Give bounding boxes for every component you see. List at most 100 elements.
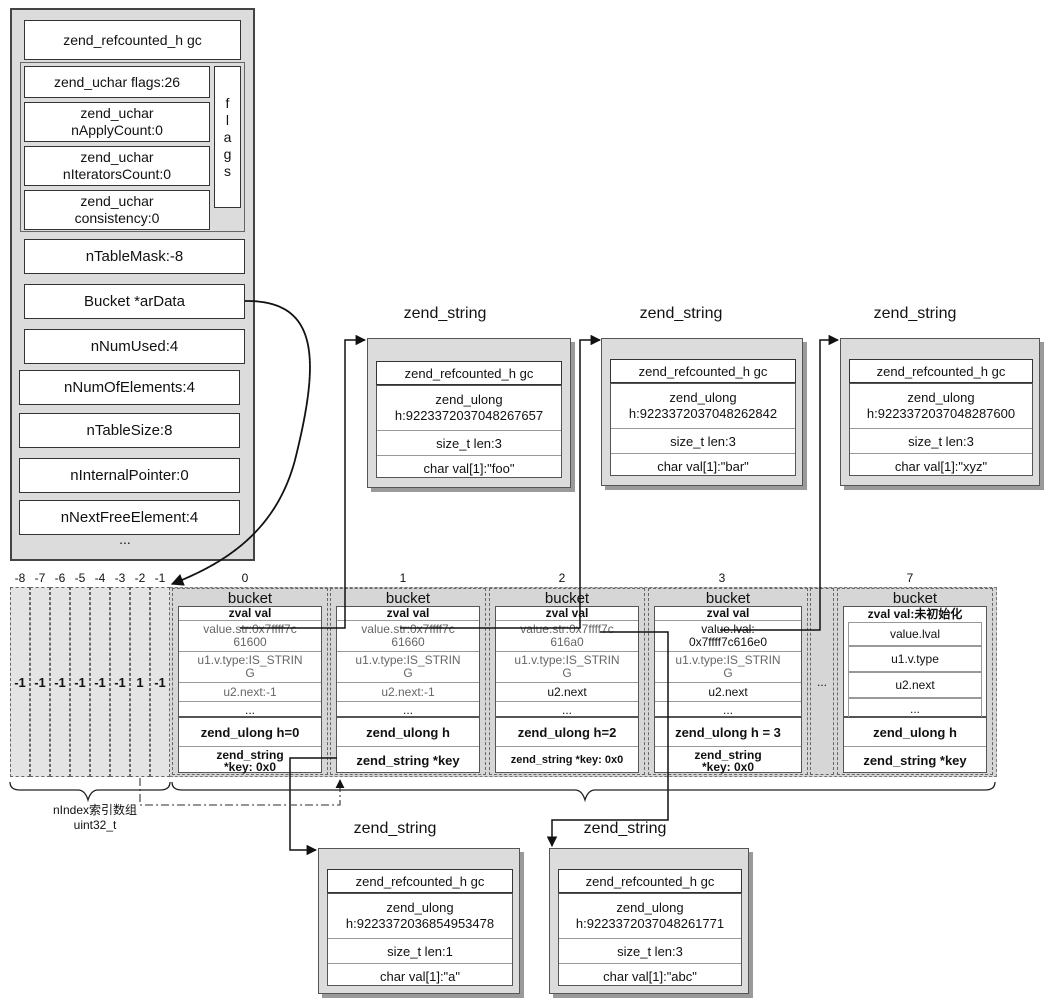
string-len-field: size_t len:3 <box>377 430 561 455</box>
string-len-field: size_t len:3 <box>850 428 1032 453</box>
zend-string-xyz: zend_refcounted_h gc zend_ulong h:922337… <box>840 338 1040 486</box>
zval-extra: ... <box>496 701 638 718</box>
bucket-index-label: 0 <box>241 571 249 585</box>
ht-consistency-field: zend_uchar consistency:0 <box>24 190 210 230</box>
zend-string-a: zend_refcounted_h gc zend_ulong h:922337… <box>318 848 520 994</box>
string-body: zend_ulong h:9223372037048261771 size_t … <box>558 893 742 986</box>
index-array-brace <box>9 781 171 803</box>
zend-string-title: zend_string <box>353 820 437 837</box>
index-label: -7 <box>34 571 46 585</box>
zval-header: zval val <box>228 607 272 620</box>
zval-type: u1.v.type:IS_STRIN G <box>655 651 801 682</box>
bucket-title: bucket <box>385 590 431 607</box>
bucket-title: bucket <box>544 590 590 607</box>
string-body: zend_ulong h:9223372037048267657 size_t … <box>376 385 562 478</box>
bucket-key-group: zend_ulong h=2 zend_string *key: 0x0 <box>495 717 639 773</box>
index-label: -3 <box>114 571 126 585</box>
zval-type: u1.v.type:IS_STRIN G <box>337 651 479 682</box>
string-h-field: zend_ulong h:9223372037048261771 <box>575 900 725 931</box>
index-label: -1 <box>154 571 166 585</box>
index-cell: 1 <box>130 587 150 777</box>
bucket-key-field: zend_string *key: 0x0 <box>655 746 801 774</box>
string-val-field: char val[1]:"abc" <box>559 963 741 988</box>
zval-value: value.str:0x7ffff7c 61600 <box>179 620 321 651</box>
index-cell: -1 <box>10 587 30 777</box>
bucket-0: bucket zval val value.str:0x7ffff7c 6160… <box>172 588 328 775</box>
string-h-field: zend_ulong h:9223372037048287600 <box>866 390 1016 421</box>
string-val-field: char val[1]:"a" <box>328 963 512 988</box>
bucket-zval: zval val value.str:0x7ffff7c 61660 u1.v.… <box>336 606 480 717</box>
zval-header: zval val <box>706 607 750 620</box>
bucket-2: bucket zval val value.str:0x7ffff7c 616a… <box>489 588 645 775</box>
zval-next: u2.next:-1 <box>179 682 321 701</box>
zval-next: u2.next:-1 <box>337 682 479 701</box>
index-label: -8 <box>14 571 26 585</box>
bucket-zval: zval val value.lval: 0x7ffff7c616e0 u1.v… <box>654 606 802 717</box>
string-len-field: size_t len:3 <box>611 428 795 453</box>
string-gc-field: zend_refcounted_h gc <box>849 359 1033 383</box>
zval-value: value.lval: 0x7ffff7c616e0 <box>655 620 801 651</box>
zval-type: u1.v.type:IS_STRIN G <box>179 651 321 682</box>
ht-internal-pointer-field: nInternalPointer:0 <box>19 458 240 493</box>
bucket-title: bucket <box>227 590 273 607</box>
index-label: -5 <box>74 571 86 585</box>
zval-type: u1.v.type <box>848 646 982 672</box>
ht-table-size-field: nTableSize:8 <box>19 413 240 448</box>
string-h-field: zend_ulong h:9223372037048262842 <box>628 390 778 421</box>
string-body: zend_ulong h:9223372036854953478 size_t … <box>327 893 513 986</box>
index-label: -2 <box>134 571 146 585</box>
index-label: -4 <box>94 571 106 585</box>
ht-gc-field: zend_refcounted_h gc <box>24 20 241 60</box>
bucket-zval: zval val value.str:0x7ffff7c 616a0 u1.v.… <box>495 606 639 717</box>
bucket-key-field: zend_string *key <box>337 746 479 774</box>
bucket-key-field: zend_string *key <box>844 746 986 774</box>
ht-num-used-field: nNumUsed:4 <box>24 329 245 364</box>
bucket-h-field: zend_ulong h=0 <box>200 724 300 740</box>
index-to-bucket-dashdot <box>139 778 345 806</box>
index-array-caption: nIndex索引数组 uint32_t <box>52 803 138 832</box>
string-h-field: zend_ulong h:9223372036854953478 <box>345 900 495 931</box>
flags-group <box>20 62 245 232</box>
index-cell: -1 <box>30 587 50 777</box>
zval-extra: ... <box>655 701 801 718</box>
zval-next: u2.next <box>655 682 801 701</box>
bucket-h-field: zend_ulong h=2 <box>517 724 617 740</box>
string-gc-field: zend_refcounted_h gc <box>327 869 513 893</box>
zval-next: u2.next <box>848 672 982 698</box>
string-gc-field: zend_refcounted_h gc <box>558 869 742 893</box>
bucket-1: bucket zval val value.str:0x7ffff7c 6166… <box>330 588 486 775</box>
bucket-index-label: 3 <box>718 571 726 585</box>
string-h-field: zend_ulong h:9223372037048267657 <box>394 392 544 423</box>
flags-union-label: f l a g s <box>214 66 241 208</box>
zend-string-title: zend_string <box>639 305 723 322</box>
ht-flags-field: zend_uchar flags:26 <box>24 66 210 98</box>
buckets-brace <box>171 781 996 803</box>
index-label: -6 <box>54 571 66 585</box>
index-cell: -1 <box>150 587 170 777</box>
bucket-3: bucket zval val value.lval: 0x7ffff7c616… <box>648 588 808 775</box>
zval-header: zval val <box>545 607 589 620</box>
zval-extra: ... <box>179 701 321 718</box>
index-cell: -1 <box>50 587 70 777</box>
bucket-gap: ... <box>810 588 834 775</box>
zval-header: zval val <box>386 607 430 620</box>
zend-string-title: zend_string <box>873 305 957 322</box>
bucket-7: bucket zval val:未初始化 value.lval u1.v.typ… <box>837 588 993 775</box>
bucket-key-group: zend_ulong h = 3 zend_string *key: 0x0 <box>654 717 802 773</box>
bucket-index-label: 1 <box>399 571 407 585</box>
string-body: zend_ulong h:9223372037048262842 size_t … <box>610 383 796 476</box>
bucket0-to-foo-arrow <box>240 334 367 629</box>
zend-string-title: zend_string <box>583 820 667 837</box>
bucket-h-field: zend_ulong h = 3 <box>675 724 781 740</box>
index-cell: -1 <box>70 587 90 777</box>
ht-ellipsis: ... <box>119 531 131 547</box>
bucket-key-group: zend_ulong h zend_string *key <box>843 717 987 773</box>
string-gc-field: zend_refcounted_h gc <box>376 361 562 385</box>
string-gc-field: zend_refcounted_h gc <box>610 359 796 383</box>
zend-string-abc: zend_refcounted_h gc zend_ulong h:922337… <box>549 848 749 994</box>
string-val-field: char val[1]:"bar" <box>611 453 795 478</box>
bucket-key-group: zend_ulong h=0 zend_string *key: 0x0 <box>178 717 322 773</box>
bucket-title: bucket <box>892 590 938 607</box>
bucket-key-field: zend_string *key: 0x0 <box>496 746 638 774</box>
ht-apply-count-field: zend_uchar nApplyCount:0 <box>24 102 210 142</box>
